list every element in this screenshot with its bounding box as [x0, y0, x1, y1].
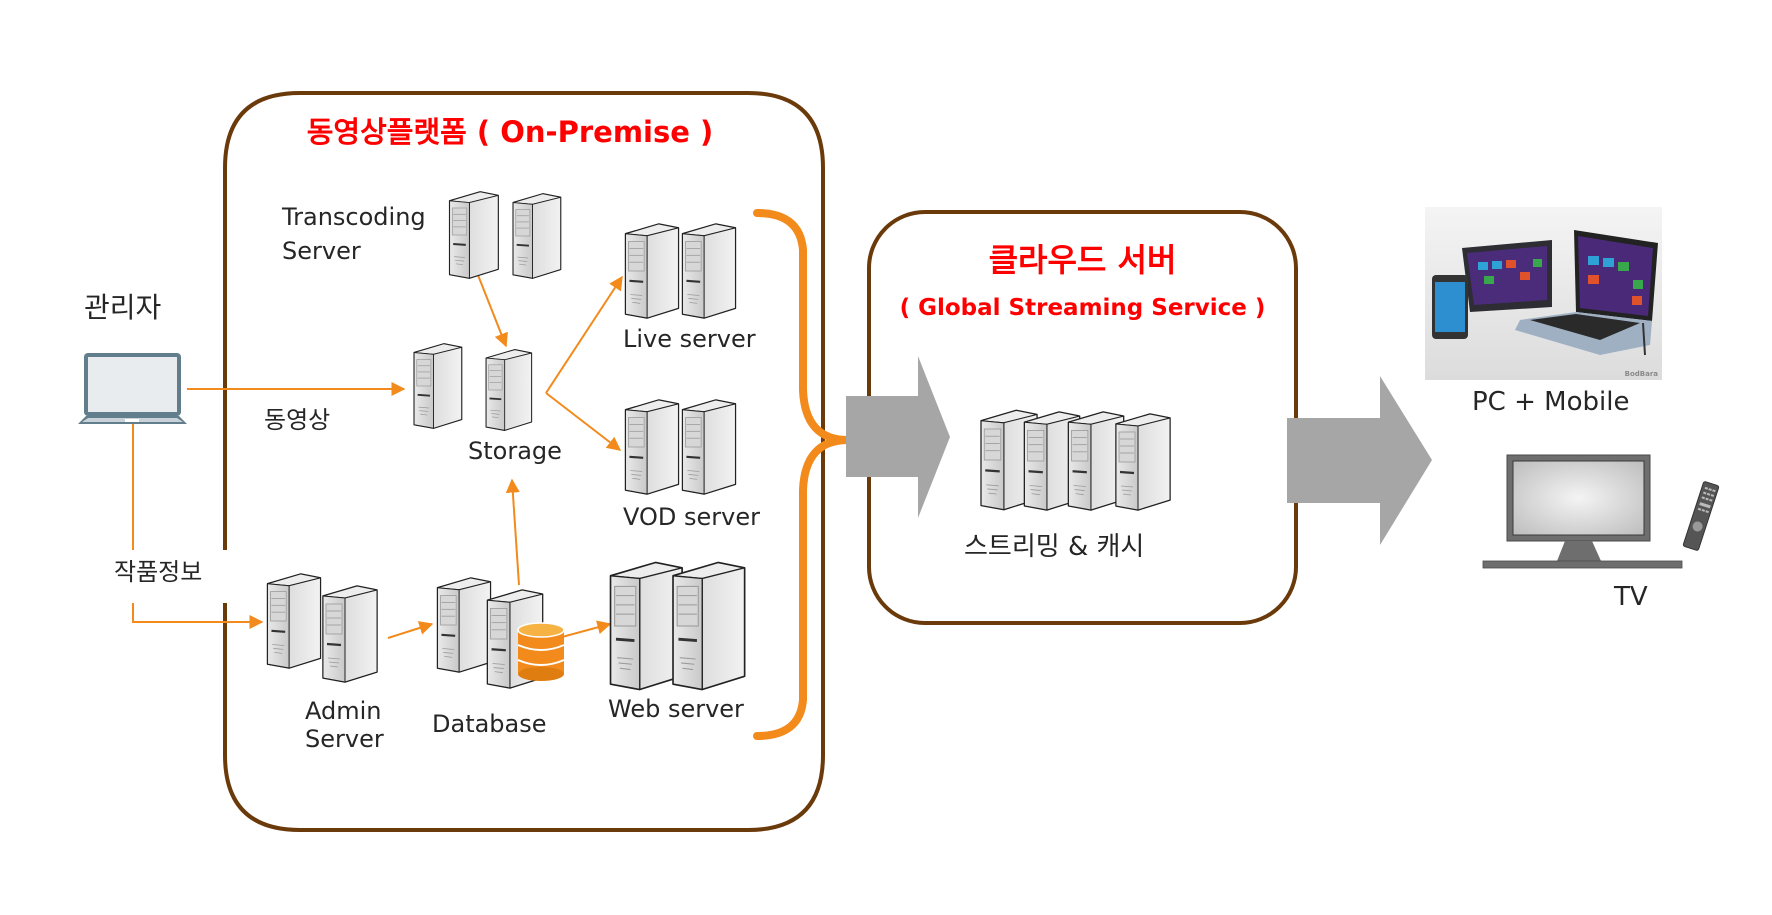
web-server-label: Web server — [608, 695, 744, 723]
edge-storage-to-live — [545, 275, 623, 394]
database-label: Database — [432, 710, 547, 738]
edge-storage-to-vod — [545, 392, 622, 451]
edge-label-video: 동영상 — [264, 406, 331, 434]
database-cylinder-icon — [517, 622, 565, 681]
remote-control-icon — [1682, 481, 1720, 551]
transcoding-label-line2: Server — [282, 237, 361, 265]
streaming-cache-label: 스트리밍 & 캐시 — [964, 532, 1145, 562]
flow-edges — [132, 264, 623, 639]
pc-mobile-label: PC + Mobile — [1472, 387, 1630, 417]
transcoding-server-label: Transcoding Server — [282, 200, 426, 268]
tv-label: TV — [1614, 582, 1648, 612]
aggregate-brace — [753, 209, 849, 740]
edge-label-work-info: 작품정보 — [114, 558, 203, 586]
live-server-label: Live server — [623, 325, 756, 353]
admin-server-label-line1: Admin — [305, 697, 382, 725]
on-premise-title: 동영상플랫폼 ( On-Premise ) — [306, 115, 714, 149]
pc-mobile-photo: BodBara — [1425, 207, 1662, 380]
laptop-icon — [78, 353, 187, 424]
edge-database-to-storage — [505, 478, 520, 586]
vod-server-label: VOD server — [623, 503, 760, 531]
edge-adminserver-to-database — [387, 621, 434, 639]
transcoding-server-icon — [448, 190, 563, 280]
live-server-icon — [624, 222, 737, 320]
web-server-icon — [609, 561, 747, 691]
edge-database-to-web — [561, 620, 612, 638]
big-arrow-to-clients — [1287, 376, 1432, 545]
streaming-cache-server-icon — [979, 409, 1172, 512]
edge-admin-to-adminserver-2 — [132, 603, 264, 629]
transcoding-label-line1: Transcoding — [282, 203, 426, 231]
admin-server-label-line2: Server — [305, 725, 384, 753]
cloud-title: 클라우드 서버 — [988, 241, 1177, 279]
vod-server-icon — [624, 398, 737, 496]
on-premise-box — [223, 91, 825, 832]
storage-server-icon — [412, 342, 534, 432]
admin-server-icon — [266, 572, 379, 684]
admin-user-label: 관리자 — [84, 291, 162, 324]
edge-transcoding-to-storage — [473, 264, 508, 348]
storage-label: Storage — [468, 437, 562, 465]
cloud-subtitle: ( Global Streaming Service ) — [899, 295, 1266, 321]
admin-server-label: Admin Server — [305, 697, 384, 753]
photo-watermark: BodBara — [1625, 370, 1659, 378]
big-arrow-to-cloud — [846, 356, 950, 518]
tv-icon — [1482, 454, 1683, 569]
